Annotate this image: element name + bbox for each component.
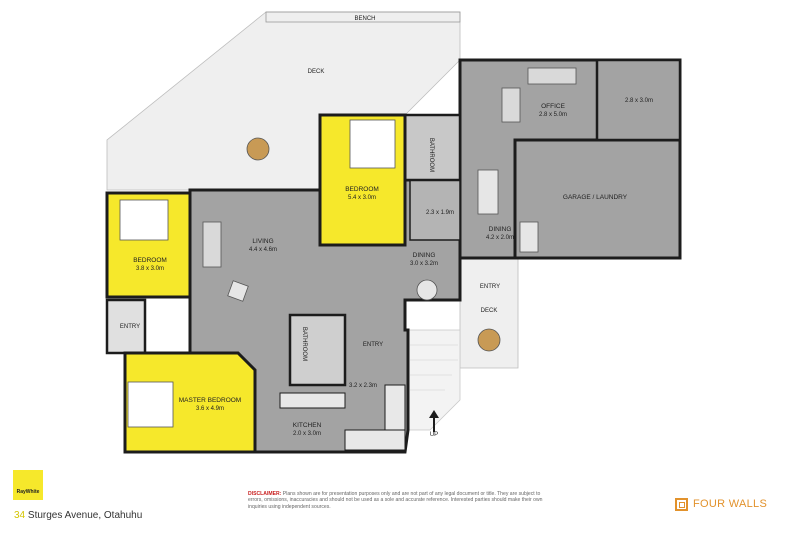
room-2-floor bbox=[595, 58, 682, 142]
four-walls-text: FOUR WALLS bbox=[693, 498, 768, 510]
bed-top bbox=[349, 119, 396, 169]
deck-table-right bbox=[477, 328, 501, 352]
label-entry-mid: ENTRY bbox=[363, 342, 383, 348]
sofa-living bbox=[202, 221, 222, 268]
dining-2-name: DINING bbox=[489, 226, 512, 233]
armchair bbox=[227, 280, 249, 302]
living-name: LIVING bbox=[252, 238, 273, 245]
entry-left bbox=[105, 298, 147, 355]
garage-name: GARAGE / LAUNDRY bbox=[563, 194, 628, 201]
living-dims: 4.4 x 4.6m bbox=[249, 247, 277, 253]
label-up: UP bbox=[430, 432, 438, 438]
kitchen-bench-3 bbox=[384, 384, 406, 431]
four-walls-icon bbox=[675, 497, 688, 511]
dining-main-name: DINING bbox=[413, 252, 436, 259]
dining-table-2 bbox=[477, 169, 499, 215]
property-address: 34 Sturges Avenue, Otahuhu bbox=[14, 510, 142, 521]
label-deck-top: DECK bbox=[308, 69, 325, 75]
bedroom-top-name: BEDROOM bbox=[345, 186, 379, 193]
deck-table-top bbox=[246, 137, 270, 161]
label-bench: BENCH bbox=[354, 16, 375, 22]
room-2-dims: 2.8 x 3.0m bbox=[625, 98, 653, 104]
small-room-dims: 2.3 x 1.9m bbox=[426, 210, 454, 216]
master-name: MASTER BEDROOM bbox=[179, 397, 241, 404]
address-number: 34 bbox=[14, 510, 26, 521]
bathroom-top-floor bbox=[403, 113, 462, 182]
room-mid-dims: 3.2 x 2.3m bbox=[349, 383, 377, 389]
address-street: Sturges Avenue, Otahuhu bbox=[25, 510, 143, 521]
office-dims: 2.8 x 5.0m bbox=[539, 112, 567, 118]
master-dims: 3.6 x 4.9m bbox=[196, 406, 224, 412]
small-room-floor bbox=[409, 179, 461, 241]
bench bbox=[265, 11, 461, 23]
label-deck-right: DECK bbox=[481, 308, 498, 314]
bed-master bbox=[127, 381, 174, 428]
dining-table-main bbox=[416, 279, 438, 301]
kitchen-name: KITCHEN bbox=[293, 422, 322, 429]
kitchen-bench bbox=[279, 392, 346, 409]
bathroom-mid-floor bbox=[288, 313, 347, 387]
dining-main-dims: 3.0 x 3.2m bbox=[410, 261, 438, 267]
label-bathroom-mid: BATHROOM bbox=[301, 327, 307, 361]
disclaimer-label: DISCLAIMER: bbox=[248, 491, 282, 497]
laundry-unit bbox=[519, 221, 539, 253]
disclaimer-text: Plans shown are for presentation purpose… bbox=[248, 491, 543, 510]
kitchen-dims: 2.0 x 3.0m bbox=[293, 431, 321, 437]
sofa-office bbox=[527, 67, 577, 85]
office-name: OFFICE bbox=[541, 103, 565, 110]
dining-2-dims: 4.2 x 2.0m bbox=[486, 235, 514, 241]
four-walls-logo: FOUR WALLS bbox=[675, 496, 767, 512]
raywhite-logo-text: RayWhite bbox=[16, 489, 40, 495]
disclaimer: DISCLAIMER: Plans shown are for presenta… bbox=[248, 491, 548, 510]
bedroom-left-name: BEDROOM bbox=[133, 257, 167, 264]
bedroom-left-dims: 3.8 x 3.0m bbox=[136, 266, 164, 272]
chair-office bbox=[501, 87, 521, 123]
raywhite-logo: RayWhite bbox=[13, 470, 43, 500]
label-entry-left: ENTRY bbox=[120, 324, 140, 330]
label-bathroom-top: BATHROOM bbox=[428, 138, 434, 172]
label-entry-right: ENTRY bbox=[480, 284, 500, 290]
bedroom-top-dims: 5.4 x 3.0m bbox=[348, 195, 376, 201]
kitchen-bench-2 bbox=[344, 429, 406, 451]
bed-left bbox=[119, 199, 169, 241]
